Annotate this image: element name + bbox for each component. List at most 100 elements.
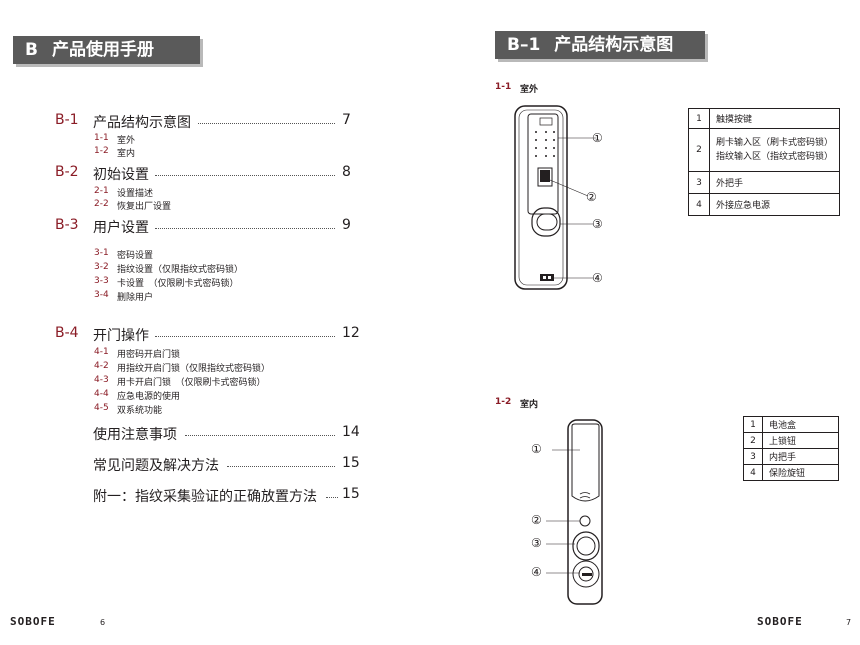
indoor-callout-4: ④ [531,565,542,579]
right-section-banner: B–1 产品结构示意图 [495,31,705,59]
legend-num: 1 [743,416,763,433]
toc-sub-text: 室外 [117,136,136,146]
toc-sub-code: 4-5 [94,403,109,413]
toc-sub-text: 应急电源的使用 [117,392,181,402]
legend-row: 3 外把手 [688,171,840,194]
outdoor-callout-1: ① [592,131,603,145]
page-number-left: 6 [100,618,106,627]
toc-code-b1: B-1 [55,112,79,128]
legend-num: 2 [688,128,710,172]
indoor-callout-3: ③ [531,536,542,550]
legend-line: 触摸按键 [716,115,753,125]
toc-sub-text: 设置描述 [117,189,154,199]
right-banner-code: B–1 [507,35,541,55]
toc-sub-text: 恢复出厂设置 [117,202,172,212]
legend-num: 1 [688,108,710,129]
toc-sub-code: 3-3 [94,276,109,286]
legend-line: 指纹输入区（指纹式密码锁） [716,152,834,162]
outdoor-section-title: 室外 [520,85,539,95]
toc-sub-text: 指纹设置（仅限指纹式密码锁） [117,265,244,275]
toc-code-b2: B-2 [55,164,79,180]
indoor-callout-1: ① [531,442,542,456]
brand-logo-left: SOBOFE [10,615,56,628]
toc-title-b4: 开门操作 [93,328,149,344]
toc-sub-text: 双系统功能 [117,406,163,416]
toc-sub-code: 4-3 [94,375,109,385]
legend-line: 刷卡输入区（刷卡式密码锁） [716,138,834,148]
page-number-right: 7 [846,618,852,627]
legend-num: 3 [688,171,710,194]
toc-sub-code: 3-1 [94,248,109,258]
toc-sub-text: 删除用户 [117,293,154,303]
legend-text: 保险旋钮 [762,464,839,481]
legend-line: 内把手 [769,453,797,463]
toc-sub-text: 用密码开启门锁 [117,350,181,360]
toc-leader [198,123,335,124]
legend-text: 外接应急电源 [709,193,840,216]
legend-row: 2 上锁钮 [743,432,839,449]
toc-sub-code: 3-2 [94,262,109,272]
outdoor-callout-4: ④ [592,271,603,285]
indoor-callout-2: ② [531,513,542,527]
legend-row: 1 电池盒 [743,416,839,433]
toc-sub-text: 用卡开启门锁 （仅限刷卡式密码锁） [117,378,266,388]
legend-text: 外把手 [709,171,840,194]
toc-title-b1: 产品结构示意图 [93,115,191,131]
toc-sub-code: 1-2 [94,146,109,156]
legend-line: 电池盒 [769,421,797,431]
toc-page-b4: 12 [342,325,360,341]
toc-code-b4: B-4 [55,325,79,341]
legend-num: 3 [743,448,763,465]
toc-page-b3: 9 [342,217,351,233]
toc-page-b1: 7 [342,112,351,128]
legend-row: 2 刷卡输入区（刷卡式密码锁） 指纹输入区（指纹式密码锁） [688,128,840,172]
toc-leader [155,175,335,176]
legend-row: 4 外接应急电源 [688,193,840,216]
legend-line: 外接应急电源 [716,201,771,211]
brand-logo-right: SOBOFE [757,615,803,628]
toc-sub-text: 用指纹开启门锁（仅限指纹式密码锁） [117,364,271,374]
legend-line: 上锁钮 [769,437,797,447]
legend-text: 上锁钮 [762,432,839,449]
toc-sub-code: 2-2 [94,199,109,209]
legend-text: 触摸按键 [709,108,840,129]
toc-title-b2: 初始设置 [93,167,149,183]
outdoor-legend-table: 1 触摸按键 2 刷卡输入区（刷卡式密码锁） 指纹输入区（指纹式密码锁） 3 外… [688,108,840,216]
toc-sub-code: 1-1 [94,133,109,143]
toc-title-appendix: 附一：指纹采集验证的正确放置方法 [93,489,317,505]
legend-text: 电池盒 [762,416,839,433]
indoor-legend-table: 1 电池盒 2 上锁钮 3 内把手 4 保险旋钮 [743,416,839,481]
indoor-section-title: 室内 [520,400,539,410]
legend-num: 2 [743,432,763,449]
outdoor-section-code: 1-1 [495,82,512,92]
toc-leader [185,435,335,436]
toc-sub-code: 4-1 [94,347,109,357]
outdoor-callout-2: ② [586,190,597,204]
toc-sub-text: 密码设置 [117,251,154,261]
toc-page-faq: 15 [342,455,360,471]
toc-sub-code: 4-4 [94,389,109,399]
toc-sub-code: 3-4 [94,290,109,300]
outdoor-lock-illustration [514,105,596,290]
toc-leader [155,336,335,337]
toc-code-b3: B-3 [55,217,79,233]
left-banner-code: B [25,40,38,60]
legend-text: 刷卡输入区（刷卡式密码锁） 指纹输入区（指纹式密码锁） [709,128,840,172]
toc-leader [227,466,335,467]
toc-page-appendix: 15 [342,486,360,502]
legend-row: 1 触摸按键 [688,108,840,129]
legend-row: 4 保险旋钮 [743,464,839,481]
toc-leader [326,497,338,498]
toc-leader [155,228,335,229]
outdoor-callout-3: ③ [592,217,603,231]
legend-line: 外把手 [716,179,744,189]
toc-sub-text: 卡设置 （仅限刷卡式密码锁） [117,279,239,289]
indoor-lock-illustration [546,419,603,605]
toc-title-faq: 常见问题及解决方法 [93,458,219,474]
indoor-section-code: 1-2 [495,397,512,407]
legend-num: 4 [688,193,710,216]
legend-row: 3 内把手 [743,448,839,465]
toc-page-precautions: 14 [342,424,360,440]
right-banner-title: 产品结构示意图 [554,35,674,55]
